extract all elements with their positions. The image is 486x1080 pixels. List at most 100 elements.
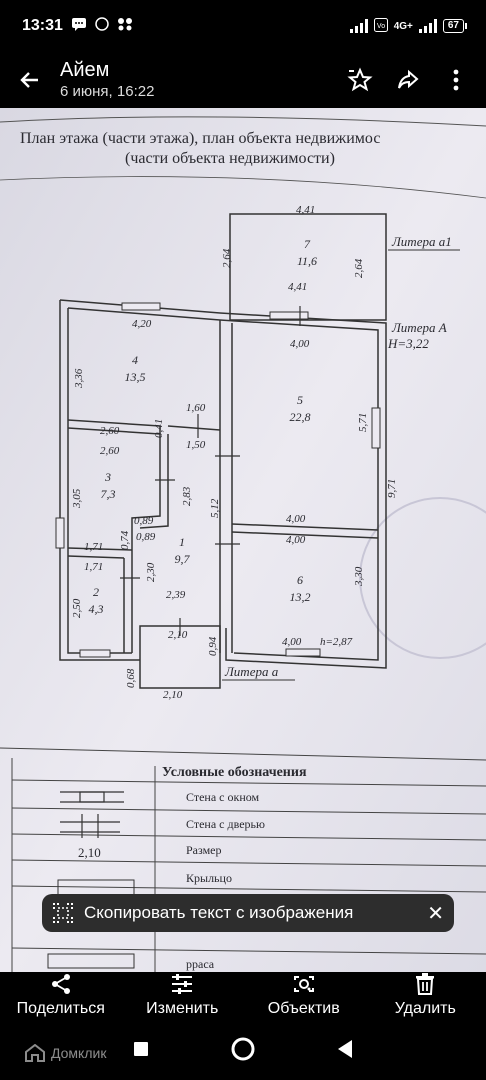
- dim-074: 0,74: [119, 530, 131, 550]
- room6-number: 6: [297, 573, 303, 587]
- room7-number: 7: [304, 237, 311, 251]
- dim-400-r5bot: 4,00: [286, 513, 306, 525]
- back-triangle-icon: [338, 1039, 352, 1058]
- app-bar: Айем 6 июня, 16:22: [0, 52, 486, 108]
- dim-512: 5,12: [209, 498, 221, 518]
- dim-264-left: 2,64: [221, 248, 233, 268]
- battery-icon: 67: [442, 19, 468, 33]
- dim-441-bottom: 4,41: [288, 281, 307, 293]
- bottom-toolbar: Поделиться Изменить Объектив Удалить: [0, 972, 486, 1022]
- room3-area: 7,3: [101, 487, 116, 501]
- dim-400-r5top: 4,00: [290, 338, 310, 350]
- watermark-text: Домклик: [51, 1045, 107, 1061]
- dim-420: 4,20: [132, 318, 152, 330]
- lens-label: Объектив: [267, 1000, 340, 1017]
- dim-089-b: 0,89: [136, 531, 156, 543]
- home-button[interactable]: [230, 1036, 256, 1067]
- legend-size-sample: 2,10: [78, 845, 101, 860]
- dim-260-a: 2,60: [100, 425, 120, 437]
- system-nav-bar: [0, 1022, 486, 1080]
- copy-text-label: Скопировать текст с изображения: [84, 903, 354, 922]
- message-date: 6 июня, 16:22: [60, 83, 155, 100]
- more-options-button[interactable]: [436, 60, 476, 100]
- litera-A-label: Литера А: [391, 320, 447, 335]
- share-label: Поделиться: [16, 1000, 105, 1017]
- forward-button[interactable]: [388, 60, 428, 100]
- lens-icon: [293, 976, 314, 992]
- status-time: 13:31: [22, 17, 63, 34]
- dim-068: 0,68: [125, 668, 137, 688]
- room5-area: 22,8: [290, 410, 311, 424]
- dim-150: 1,50: [186, 439, 206, 451]
- height-A-label: H=3,22: [387, 336, 429, 351]
- plan-heading-2: (части объекта недвижимости): [125, 150, 335, 167]
- legend-row-door: Стена с дверью: [186, 817, 265, 831]
- network-type: 4G+: [393, 20, 413, 32]
- dim-041: 0,41: [153, 419, 165, 438]
- edit-label: Изменить: [146, 1000, 219, 1017]
- close-icon[interactable]: ✕: [427, 902, 444, 925]
- share-button[interactable]: Поделиться: [0, 972, 122, 1022]
- litera-a-label: Литера а: [224, 664, 279, 679]
- status-bar: 13:31 Vo 4G+ 67: [0, 0, 486, 52]
- dim-094: 0,94: [207, 636, 219, 656]
- delete-label: Удалить: [394, 1000, 456, 1017]
- plan-heading-1: План этажа (части этажа), план объекта н…: [20, 130, 380, 147]
- legend-row-terrace: рраса: [186, 957, 215, 971]
- signal-icon: [349, 19, 368, 33]
- dim-260-b: 2,60: [100, 445, 120, 457]
- dim-400-r6top: 4,00: [286, 534, 306, 546]
- messenger-icon: [95, 16, 109, 36]
- signal-icon-2: [418, 19, 437, 33]
- domclick-logo-icon: [25, 1044, 45, 1062]
- legend-row-porch: Крыльцо: [186, 871, 232, 885]
- room1-number: 1: [179, 535, 185, 549]
- copy-text-chip[interactable]: Скопировать текст с изображения ✕: [42, 894, 454, 932]
- dim-400-r6bot: 4,00: [282, 636, 302, 648]
- room4-area: 13,5: [125, 370, 146, 384]
- tune-icon: [172, 974, 193, 994]
- battery-level: 67: [447, 20, 459, 31]
- dots-app-icon: [117, 17, 133, 36]
- recents-button[interactable]: [132, 1040, 150, 1063]
- watermark: Домклик: [24, 1044, 106, 1062]
- trash-icon: [416, 973, 435, 995]
- floor-plan-image: План этажа (части этажа), план объекта н…: [0, 108, 486, 972]
- back-button[interactable]: [0, 52, 60, 108]
- text-select-icon: [53, 903, 73, 923]
- legend-window-symbol: [60, 791, 124, 803]
- dim-441-top: 4,41: [296, 204, 315, 216]
- dim-264-right: 2,64: [353, 258, 365, 278]
- dim-305: 3,05: [71, 488, 83, 509]
- delete-button[interactable]: Удалить: [365, 972, 486, 1022]
- share-icon: [51, 974, 70, 994]
- dim-330: 3,30: [353, 566, 365, 587]
- message-icon: [71, 17, 87, 36]
- room2-number: 2: [93, 585, 99, 599]
- room5-number: 5: [297, 393, 303, 407]
- image-viewer[interactable]: План этажа (части этажа), план объекта н…: [0, 108, 486, 972]
- room6-area: 13,2: [290, 590, 311, 604]
- home-icon: [231, 1037, 255, 1060]
- lens-button[interactable]: Объектив: [243, 972, 365, 1022]
- svg-text:Vo: Vo: [377, 23, 385, 30]
- legend-row-size: Размер: [186, 843, 222, 857]
- arrow-back-icon: [20, 72, 38, 88]
- star-button[interactable]: [340, 60, 380, 100]
- litera-a1-label: Литера а1: [391, 234, 452, 249]
- more-vert-icon: [453, 69, 459, 91]
- dim-971: 9,71: [386, 479, 398, 498]
- back-nav-button[interactable]: [336, 1039, 354, 1064]
- dim-239: 2,39: [166, 589, 186, 601]
- room7-area: 11,6: [297, 254, 317, 268]
- legend-table: [0, 747, 486, 972]
- edit-button[interactable]: Изменить: [122, 972, 244, 1022]
- legend-door-symbol: [60, 814, 120, 838]
- dim-336: 3,36: [73, 368, 85, 389]
- room1-area: 9,7: [175, 552, 191, 566]
- dim-571: 5,71: [357, 413, 369, 432]
- recents-icon: [134, 1041, 148, 1056]
- legend-row-window: Стена с окном: [186, 790, 260, 804]
- volte-icon: Vo: [373, 17, 388, 35]
- dim-089-a: 0,89: [134, 515, 154, 527]
